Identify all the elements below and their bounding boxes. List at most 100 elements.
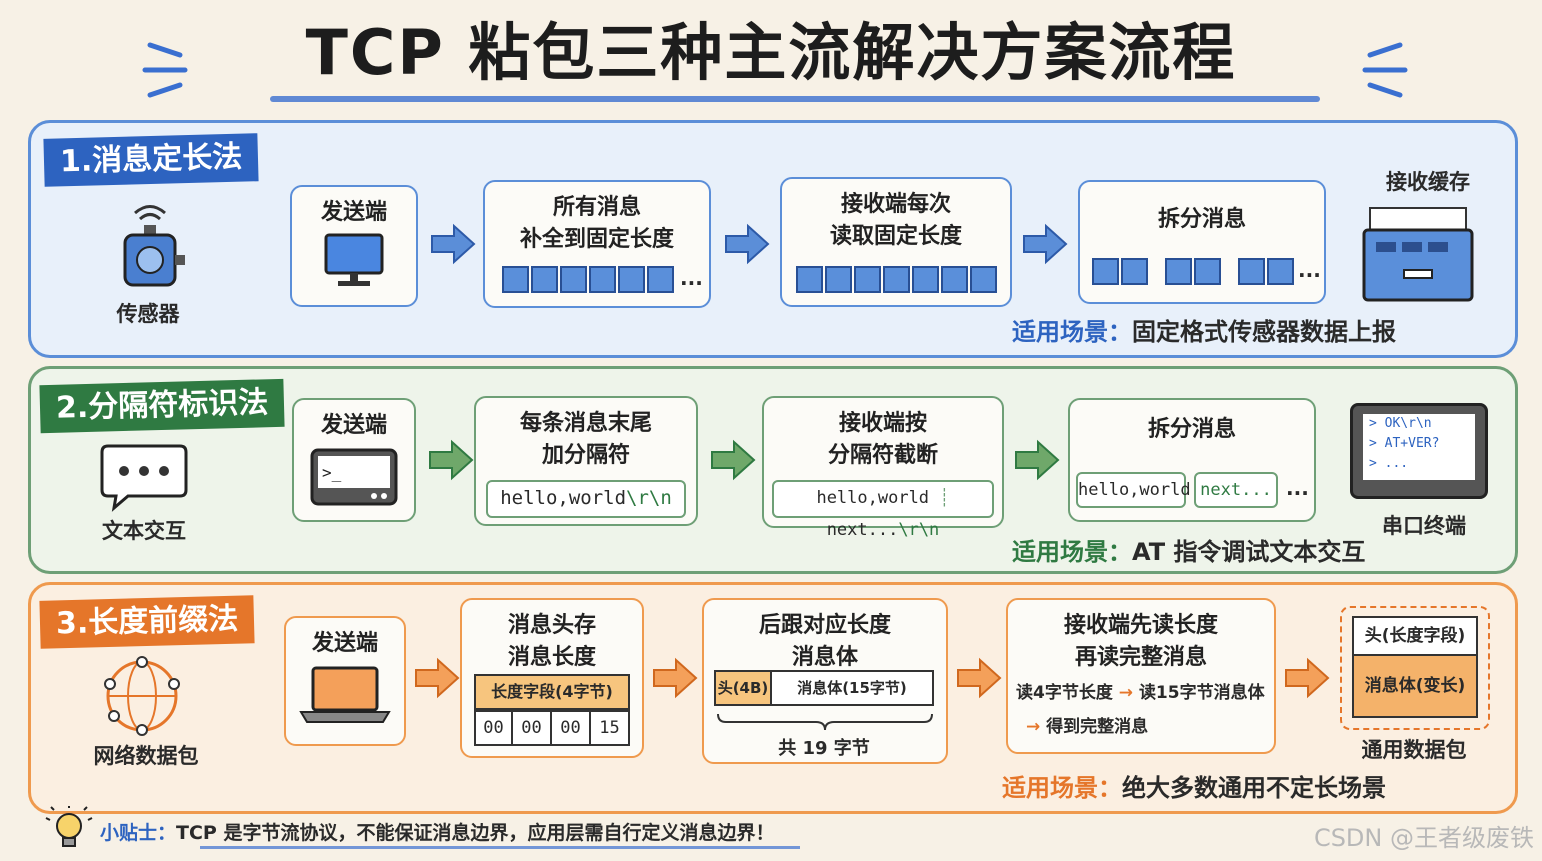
terminal-line: > ...	[1369, 456, 1409, 471]
sensor-icon	[123, 205, 185, 287]
read-flow-line2: → 得到完整消息	[1026, 712, 1148, 737]
step-header-length-text: 消息头存 消息长度	[507, 613, 596, 670]
arrow-right-icon	[429, 439, 474, 481]
dots: ...	[1286, 476, 1309, 500]
fixed-block-row	[796, 266, 999, 293]
step-body-text: 后跟对应长度 消息体	[758, 613, 891, 670]
arrow-right-icon	[711, 439, 756, 481]
svg-text:>_: >_	[322, 463, 342, 482]
code-part-a: hello,world	[816, 488, 930, 508]
fixed-block	[502, 266, 529, 293]
step-split-text: 拆分消息	[1147, 417, 1236, 442]
serial-terminal-screen: > OK\r\n > AT+VER? > ...	[1350, 403, 1488, 499]
section-tag: 1.消息定长法	[43, 133, 259, 187]
code-separator: \r\n	[898, 520, 940, 540]
fixed-block	[912, 266, 939, 293]
tip-note: 小贴士：TCP 是字节流协议，不能保证消息边界，应用层需自行定义消息边界！	[100, 818, 774, 845]
complete-message: 得到完整消息	[1046, 717, 1149, 737]
step-split-text: 拆分消息	[1157, 207, 1246, 232]
arrow-right-icon	[1023, 223, 1068, 265]
header-4b: 头(4B)	[714, 670, 772, 706]
generic-packet-label: 通用数据包	[1361, 738, 1467, 762]
scene-label: 适用场景：	[1002, 774, 1122, 802]
split-block	[1121, 258, 1148, 285]
split-block	[1267, 258, 1294, 285]
split-item-a: hello,world	[1076, 472, 1191, 508]
laptop-icon	[299, 666, 391, 723]
split-group-b	[1165, 258, 1223, 285]
title-underline	[270, 96, 1320, 102]
receive-buffer-label: 接收缓存	[1386, 170, 1470, 194]
packet-header: 头(长度字段)	[1352, 616, 1478, 656]
split-item-b: next...	[1194, 472, 1278, 508]
fixed-block	[883, 266, 910, 293]
packet-row: 头(4B) 消息体(15字节)	[714, 670, 934, 706]
sender-box: 发送端 >_	[292, 398, 416, 522]
brace-icon	[717, 713, 933, 731]
split-block	[1238, 258, 1265, 285]
split-block	[1194, 258, 1221, 285]
sender-label: 发送端	[320, 200, 387, 225]
code-sample: hello,world\r\n	[486, 480, 686, 518]
network-packet-label: 网络数据包	[93, 744, 199, 768]
scene-note: 适用场景：AT 指令调试文本交互	[1012, 532, 1365, 567]
fixed-block	[647, 266, 674, 293]
split-group-a	[1092, 258, 1150, 285]
byte-cell: 00	[552, 710, 591, 746]
scene-note: 适用场景：绝大多数通用不定长场景	[1002, 768, 1386, 803]
generic-packet-frame	[1340, 606, 1490, 730]
body-15b: 消息体(15字节)	[772, 670, 934, 706]
sender-label: 发送端	[320, 413, 387, 438]
packet-body: 消息体(变长)	[1352, 656, 1478, 718]
fixed-block	[796, 266, 823, 293]
fixed-block	[970, 266, 997, 293]
split-block	[1092, 258, 1119, 285]
total-bytes: 共 19 字节	[778, 738, 870, 759]
step-read-fixed-text: 接收端每次 读取固定长度	[829, 192, 962, 249]
sender-label: 发送端	[311, 631, 378, 656]
byte-cell: 15	[591, 710, 630, 746]
scene-note: 适用场景：固定格式传感器数据上报	[1012, 312, 1396, 347]
code-text: hello,world	[500, 487, 627, 509]
arrow-icon: →	[1118, 683, 1134, 703]
arrow-right-icon	[653, 657, 698, 699]
scene-text: AT 指令调试文本交互	[1132, 538, 1366, 566]
scene-text: 绝大多数通用不定长场景	[1122, 774, 1386, 802]
dots: ...	[1298, 258, 1321, 282]
page-title: TCP 粘包三种主流解决方案流程	[305, 16, 1237, 89]
tip-underline	[200, 846, 800, 849]
dots: ...	[680, 266, 703, 290]
byte-cell: 00	[513, 710, 552, 746]
serial-terminal-label: 串口终端	[1382, 514, 1466, 538]
scene-label: 适用场景：	[1012, 538, 1132, 566]
arrow-right-icon	[725, 223, 770, 265]
read-flow-line1: 读4字节长度 → 读15字节消息体	[1016, 678, 1265, 703]
step-read-length-text: 接收端先读长度 再读完整消息	[1063, 613, 1218, 670]
fixed-block	[560, 266, 587, 293]
fixed-block-row	[502, 266, 676, 293]
split-group-c	[1238, 258, 1296, 285]
buffer-cabinet-icon	[1362, 207, 1474, 302]
arrow-right-icon	[1015, 439, 1060, 481]
text-interaction-label: 文本交互	[102, 519, 186, 543]
step-add-delimiter-text: 每条消息末尾 加分隔符	[519, 411, 652, 468]
byte-cell: 00	[474, 710, 513, 746]
section-tag: 2.分隔符标识法	[39, 378, 285, 434]
scene-text: 固定格式传感器数据上报	[1132, 318, 1396, 346]
arrow-right-icon	[957, 657, 1002, 699]
length-field: 长度字段(4字节)	[474, 674, 630, 710]
step-split-box: 拆分消息	[1078, 180, 1326, 304]
step-read-length-box: 接收端先读长度 再读完整消息	[1006, 598, 1276, 754]
byte-row: 00 00 00 15	[474, 710, 630, 746]
arrow-right-icon	[415, 657, 460, 699]
arrow-right-icon	[431, 223, 476, 265]
watermark: CSDN @王者级废铁	[1313, 824, 1534, 852]
arrow-right-icon	[1285, 657, 1330, 699]
chat-bubble-icon	[100, 444, 188, 512]
sender-box: 发送端	[290, 185, 418, 307]
fixed-block	[618, 266, 645, 293]
code-separator: \r\n	[626, 487, 672, 509]
fixed-block	[531, 266, 558, 293]
section-tag: 3.长度前缀法	[39, 595, 255, 649]
lightbulb-icon	[45, 806, 93, 847]
